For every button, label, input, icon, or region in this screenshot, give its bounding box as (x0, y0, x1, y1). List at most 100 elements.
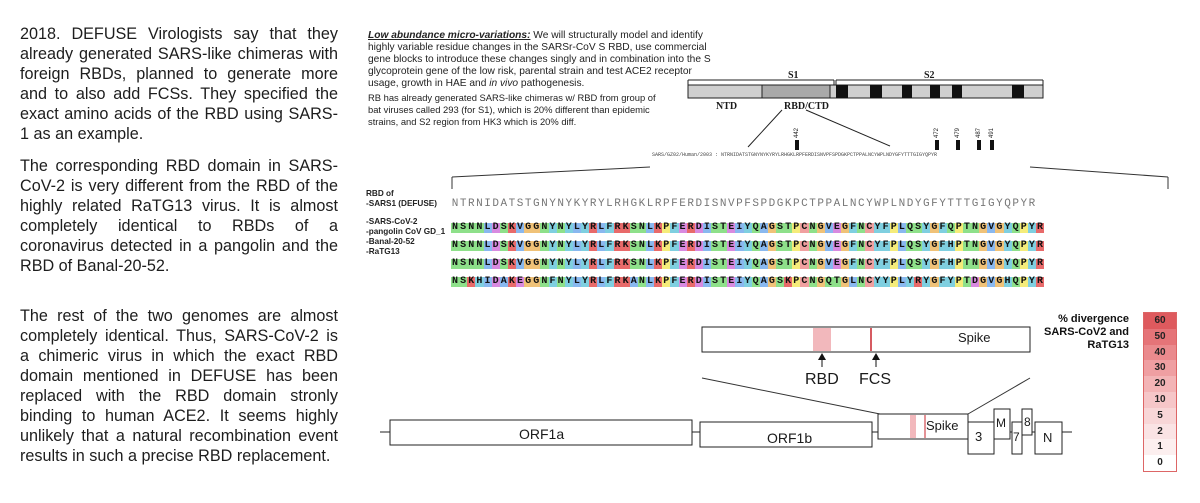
residue: R (686, 258, 695, 269)
sars1-residue: Y (598, 198, 605, 210)
residue: T (962, 276, 971, 287)
bracket-line-left (451, 166, 651, 178)
residue: P (662, 258, 671, 269)
legend-swatch: 30 (1144, 360, 1176, 377)
residue: A (629, 276, 638, 287)
s2-block-5 (952, 85, 962, 98)
legend-title: % divergence SARS-CoV2 and RaTG13 (1044, 313, 1129, 351)
residue: C (800, 240, 809, 251)
residue: R (589, 240, 598, 251)
residue: A (759, 222, 768, 233)
residue: S (914, 222, 923, 233)
residue: H (946, 240, 955, 251)
residue: Q (1011, 258, 1020, 269)
residue: Q (906, 222, 915, 233)
excerpt-body: We will structurally model and identify … (368, 30, 711, 89)
sars1-residue: S (752, 198, 759, 210)
row-label-sars-cov-2: -SARS-CoV-2 (366, 217, 418, 226)
sars1-residue: K (638, 198, 646, 210)
residue: G (930, 276, 939, 287)
residue: Y (1003, 240, 1012, 251)
residue: P (1019, 276, 1028, 287)
residue: G (979, 276, 988, 287)
residue: Q (1011, 222, 1020, 233)
sars1-residue: R (468, 198, 475, 210)
sars1-residue: K (784, 198, 792, 210)
residue: P (792, 276, 801, 287)
residue: Y (922, 258, 931, 269)
spike-rbd (910, 415, 916, 438)
residue: S (914, 240, 923, 251)
sars1-residue: Y (939, 198, 946, 210)
residue: H (475, 276, 484, 287)
residue: C (800, 258, 809, 269)
s2-block-2 (870, 85, 882, 98)
legend-swatch: 50 (1144, 328, 1176, 345)
n-box (1034, 421, 1063, 455)
residue: R (613, 222, 622, 233)
rbd-arrow-head (818, 353, 826, 360)
residue: Y (743, 240, 752, 251)
sars1-residue: L (606, 198, 613, 210)
residue: L (897, 240, 906, 251)
sars1-residue: N (719, 198, 727, 210)
sars1-residue: L (890, 198, 898, 210)
residue: L (897, 222, 906, 233)
residue: E (832, 240, 841, 251)
residue: S (459, 258, 468, 269)
spike-label: Spike (926, 418, 959, 433)
sars1-residue: L (646, 198, 654, 210)
residue: F (849, 222, 858, 233)
residue: N (451, 258, 460, 269)
residue: D (491, 258, 500, 269)
row-label-ratg13: -RaTG13 (366, 247, 400, 256)
residue: G (524, 222, 533, 233)
residue: N (475, 240, 484, 251)
residue: Q (751, 276, 760, 287)
residue: G (767, 240, 776, 251)
residue: Q (1011, 276, 1020, 287)
sars1-residue: T (508, 198, 516, 210)
residue: N (556, 258, 565, 269)
orf8-box (1021, 408, 1033, 436)
residue: K (507, 240, 516, 251)
residue: F (605, 276, 614, 287)
residue: E (727, 276, 736, 287)
residue: Y (743, 222, 752, 233)
residue: E (727, 240, 736, 251)
residue: R (914, 276, 923, 287)
residue: V (824, 222, 833, 233)
paragraph-rbd-comparison: The corresponding RBD domain in SARS-CoV… (20, 157, 338, 275)
residue: G (979, 258, 988, 269)
residue: F (938, 276, 947, 287)
rbd-label: RBD (805, 371, 839, 388)
residue: N (540, 222, 549, 233)
residue: E (678, 240, 687, 251)
residue: L (646, 222, 655, 233)
residue: D (694, 222, 703, 233)
residue: V (824, 258, 833, 269)
residue: Q (751, 240, 760, 251)
residue: H (1003, 276, 1012, 287)
residue: F (605, 240, 614, 251)
residue: Y (922, 276, 931, 287)
spike-domain-bar (687, 84, 1044, 99)
residue: R (613, 276, 622, 287)
residue: Y (581, 276, 590, 287)
residue: N (857, 222, 866, 233)
sars1-residue: T (809, 198, 816, 210)
sars1-residue: Y (1020, 198, 1028, 210)
residue: Y (873, 258, 882, 269)
residue: N (808, 258, 817, 269)
genome-schematic (380, 326, 1072, 455)
sars1-residue: P (1012, 198, 1019, 210)
spike-zoom-box (701, 326, 1031, 353)
residue: T (719, 258, 728, 269)
residue: A (759, 276, 768, 287)
excerpt-invivo: in vivo (489, 78, 519, 89)
residue: L (597, 258, 606, 269)
